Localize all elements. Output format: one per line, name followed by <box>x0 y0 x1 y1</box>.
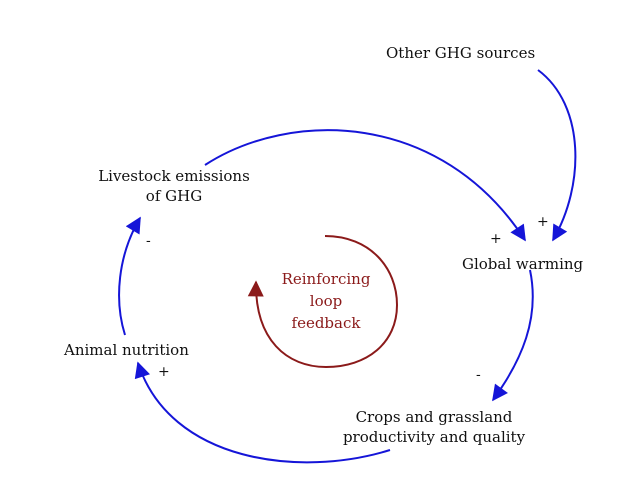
sign-warming-to-crops: - <box>476 367 481 383</box>
loop-label-line3: feedback <box>291 314 361 332</box>
node-livestock-emissions: Livestock emissions of GHG <box>88 166 260 206</box>
node-crops-line1: Crops and grassland <box>355 408 513 426</box>
sign-other-to-warming: + <box>537 214 549 230</box>
reinforcing-loop-arrow <box>247 235 399 369</box>
loop-label-line2: loop <box>309 292 343 310</box>
sign-nutrition-to-livestock: - <box>146 233 151 249</box>
arrow-nutrition-to-livestock <box>118 216 141 336</box>
node-global-warming: Global warming <box>462 255 584 273</box>
arrow-livestock-to-warming <box>204 129 526 242</box>
node-crops-line2: productivity and quality <box>342 428 526 446</box>
arrow-other-to-warming <box>537 69 577 242</box>
node-crops-grassland: Crops and grassland productivity and qua… <box>326 407 542 447</box>
sign-crops-to-nutrition: + <box>158 364 170 380</box>
arrow-crops-to-nutrition <box>134 361 391 464</box>
node-livestock-line1: Livestock emissions <box>98 167 250 185</box>
loop-label-line1: Reinforcing <box>281 270 371 288</box>
node-other-ghg-sources: Other GHG sources <box>386 44 536 62</box>
node-livestock-line2: of GHG <box>145 187 203 205</box>
node-animal-nutrition: Animal nutrition <box>64 341 189 359</box>
arrow-warming-to-crops <box>492 269 534 402</box>
reinforcing-loop-label: Reinforcing loop feedback <box>266 268 386 334</box>
sign-livestock-to-warming: + <box>490 231 502 247</box>
